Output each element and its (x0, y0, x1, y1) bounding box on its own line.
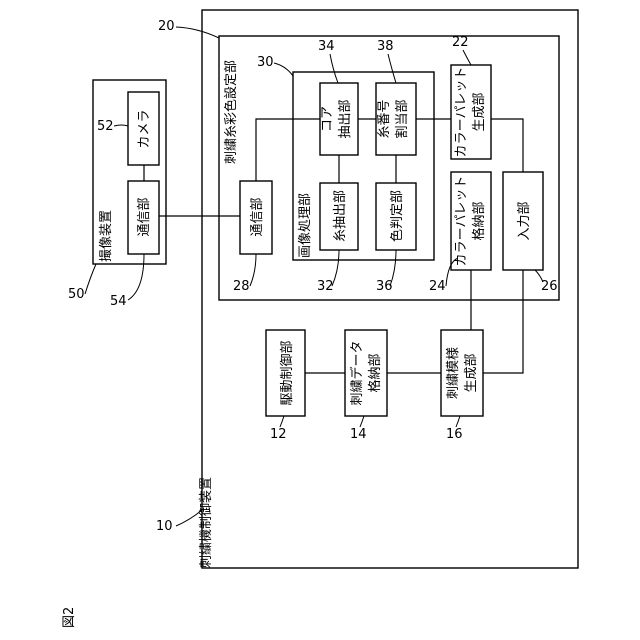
drive-control-label: 駆動制御部 (280, 340, 295, 405)
ref-10: 10 (156, 519, 173, 534)
ref-12: 12 (270, 427, 287, 442)
lead-20 (176, 27, 219, 38)
thread-number-line1: 糸番号 (377, 99, 392, 138)
ref-30: 30 (257, 55, 274, 70)
lead-28 (250, 254, 256, 286)
input-unit-label: 入力部 (517, 201, 532, 240)
imaging-comm-label: 通信部 (137, 197, 152, 236)
lead-22 (463, 50, 471, 65)
ref-20: 20 (158, 19, 175, 34)
ref-22: 22 (452, 35, 469, 50)
ref-28: 28 (233, 279, 250, 294)
core-extraction-line1: コア (320, 106, 335, 132)
image-processing-frame (293, 72, 434, 260)
comm-unit-label: 通信部 (250, 197, 265, 236)
lead-14 (360, 416, 364, 427)
lead-26 (535, 270, 543, 282)
ref-34: 34 (318, 39, 335, 54)
camera-label: カメラ (137, 109, 152, 148)
ref-24: 24 (429, 279, 446, 294)
pattern-gen-line1: 刺繍模様 (446, 347, 461, 399)
ref-52: 52 (97, 119, 114, 134)
lead-30 (274, 63, 293, 76)
lead-54 (128, 254, 144, 300)
ref-14: 14 (350, 427, 367, 442)
wire-palette-input (491, 119, 523, 172)
ref-16: 16 (446, 427, 463, 442)
thread-number-line2: 割当部 (394, 99, 410, 138)
thread-extraction-label: 糸抽出部 (333, 190, 348, 242)
palette-gen-line2: 生成部 (472, 92, 487, 131)
palette-store-line2: 格納部 (471, 201, 487, 240)
wire-comm-core (256, 119, 320, 181)
lead-12 (280, 416, 284, 427)
color-setting-label: 刺繍糸彩色設定部 (223, 60, 239, 164)
lead-50 (85, 264, 96, 294)
image-processing-label: 画像処理部 (298, 193, 313, 258)
ref-32: 32 (317, 279, 334, 294)
embroidery-data-line1: 刺繍データ (349, 340, 365, 405)
lead-38 (388, 54, 396, 83)
ref-54: 54 (110, 294, 127, 309)
imaging-device-label: 撮像装置 (98, 210, 114, 262)
embroidery-data-line2: 格納部 (367, 353, 383, 392)
ref-26: 26 (541, 279, 558, 294)
lead-52 (114, 125, 128, 126)
ref-36: 36 (376, 279, 393, 294)
core-extraction-line2: 抽出部 (338, 99, 353, 138)
pattern-gen-line2: 生成部 (464, 353, 479, 392)
outer-device-label: 刺繍機制御装置 (199, 477, 214, 568)
ref-50: 50 (68, 287, 85, 302)
palette-store-line1: カラーパレット (454, 176, 469, 267)
color-determination-label: 色判定部 (389, 190, 405, 242)
figure-label: 図2 (62, 607, 77, 628)
ref-38: 38 (377, 39, 394, 54)
palette-gen-line1: カラーパレット (454, 67, 469, 158)
lead-16 (456, 416, 460, 427)
lead-34 (330, 54, 338, 83)
wire-input-pattern (483, 270, 523, 373)
